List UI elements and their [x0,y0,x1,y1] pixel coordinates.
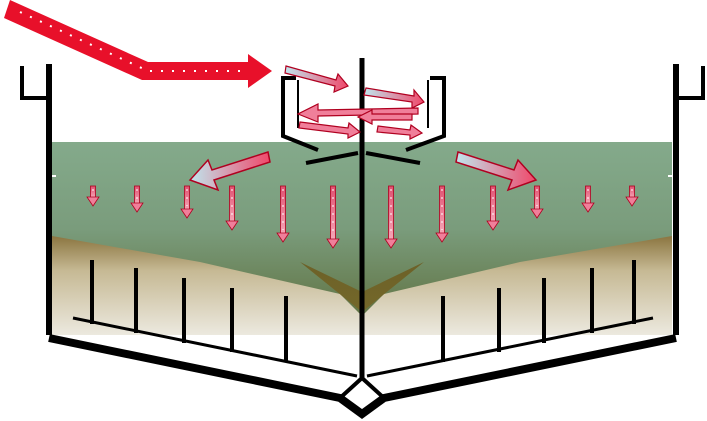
settling-arrow-icon [486,185,500,231]
settling-arrow-icon [180,185,194,219]
scraper-rake-icon [72,260,654,378]
settling-arrow-icon [625,185,639,207]
flow-arrow-icon [284,65,425,140]
settling-arrow-icon [86,185,100,207]
settling-arrow-icon [225,185,239,231]
settling-arrow-icon [130,185,144,213]
settling-arrow-icon [435,185,449,243]
settling-arrows [86,185,639,249]
settling-arrow-icon [384,185,398,249]
settling-arrow-icon [276,185,290,243]
outward-flow-arrows [188,151,538,192]
settling-arrow-icon [530,185,544,219]
sludge-blanket [52,236,672,335]
settling-arrow-icon [581,185,595,213]
inlet-arrow-icon [4,0,272,88]
settling-arrow-icon [326,185,340,249]
